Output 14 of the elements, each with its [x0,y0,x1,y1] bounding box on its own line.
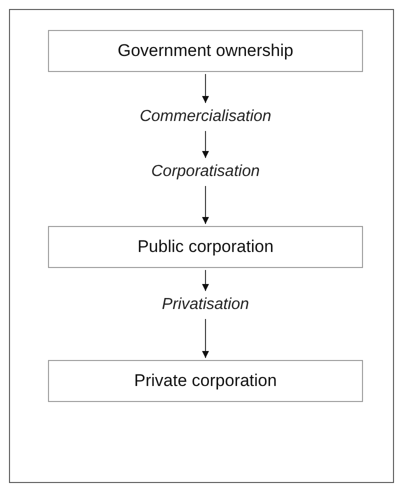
arrow [202,74,209,104]
step-label: Corporatisation [151,163,260,181]
arrow [202,130,209,158]
process-box [48,30,363,72]
process-box [48,226,363,268]
arrow [202,186,209,224]
process-box [48,360,363,402]
step-label: Privatisation [162,296,250,314]
step-label: Commercialisation [140,108,272,126]
arrow [202,318,209,358]
box-label: Public corporation [137,237,274,257]
box-label: Private corporation [134,371,277,391]
box-label: Government ownership [118,41,294,61]
arrow [202,270,209,292]
